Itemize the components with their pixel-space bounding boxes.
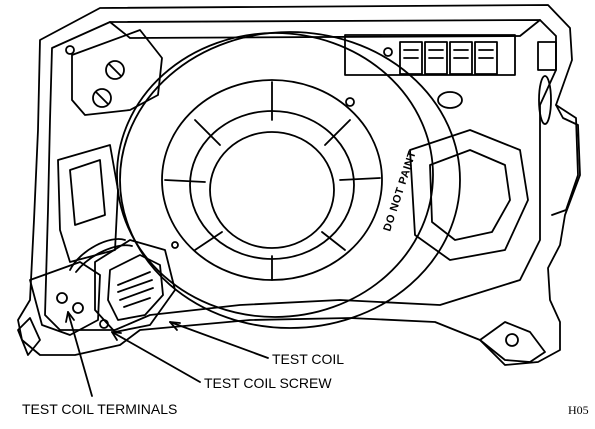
mount-hole-top [383, 47, 393, 57]
right-bracket [551, 104, 579, 216]
bottom-right-latch [479, 321, 546, 363]
chamber-dot-1 [345, 97, 355, 107]
bottom-left-foot [17, 317, 41, 356]
right-sensor-inner [429, 149, 511, 241]
terminal-screw-1 [105, 60, 125, 80]
mount-hole-left [65, 45, 75, 55]
label-test-coil-terminals: TEST COIL TERMINALS [22, 401, 177, 417]
test-coil-face [107, 254, 164, 321]
chamber-vanes [164, 81, 381, 281]
right-slot [538, 75, 552, 125]
arrow-test-coil [169, 321, 181, 331]
chamber-outer [116, 32, 434, 318]
test-coil-terminal-2 [72, 302, 84, 314]
top-right-clip [537, 41, 557, 71]
leader-test-coil-terminals [67, 311, 93, 397]
left-column [57, 144, 119, 263]
terminal-tab-1 [399, 41, 423, 75]
test-coil-terminal-1 [56, 292, 68, 304]
chamber-core [209, 131, 335, 249]
right-post [437, 91, 463, 109]
drawing-code: H05 [568, 403, 589, 417]
terminal-strip [344, 34, 516, 76]
chamber-dot-2 [171, 241, 179, 249]
arrow-test-coil-terminals [65, 311, 75, 323]
leader-test-coil-screw [111, 331, 201, 383]
chamber-back [119, 31, 461, 329]
left-terminal-block [71, 29, 163, 116]
right-sensor-housing [409, 129, 529, 261]
leader-test-coil [169, 321, 269, 359]
test-coil-screw [99, 319, 109, 329]
terminal-screw-2 [92, 88, 112, 108]
label-test-coil-screw: TEST COIL SCREW [204, 375, 332, 391]
inner-frame [44, 19, 557, 331]
top-rim [109, 19, 541, 39]
terminal-screw-slots [95, 63, 122, 105]
terminal-tab-3 [449, 41, 473, 75]
test-coil-wires [69, 238, 133, 273]
left-column-inner [69, 159, 106, 226]
terminal-tab-2 [424, 41, 448, 75]
label-test-coil: TEST COIL [272, 351, 344, 367]
terminal-tab-4 [474, 41, 498, 75]
mount-hole-bottom-right [505, 333, 519, 347]
test-coil-lines [117, 271, 154, 308]
arrow-test-coil-screw [111, 331, 122, 341]
terminal-ridges [403, 49, 494, 59]
test-coil-terminal-block [29, 261, 101, 336]
